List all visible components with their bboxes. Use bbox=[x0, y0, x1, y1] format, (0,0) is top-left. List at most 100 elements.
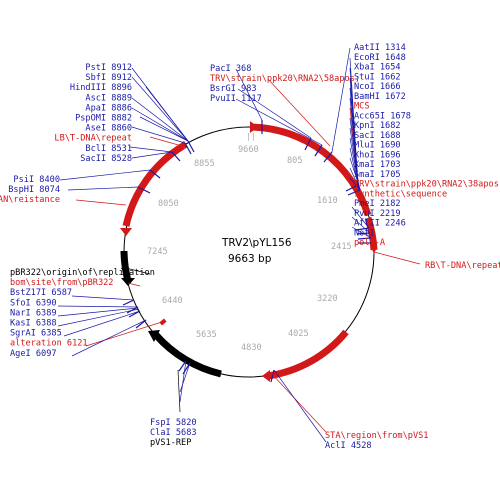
tick-label: 8050 bbox=[158, 199, 179, 209]
leader-sfoi bbox=[57, 305, 139, 308]
leader-smai bbox=[349, 177, 361, 191]
enzyme-label-sbfi-8912: SbfI 8912 bbox=[85, 73, 132, 83]
enzyme-label-asci-8889: AscI 8889 bbox=[85, 93, 132, 103]
tick-label: 4830 bbox=[241, 343, 262, 353]
leader-psii bbox=[59, 169, 151, 181]
leader-bstz17i bbox=[71, 295, 135, 301]
leader-acc65i bbox=[349, 117, 360, 188]
feature-label-synthetic-sequence: synthetic\sequence bbox=[354, 189, 447, 199]
site-tick-bsrgi bbox=[304, 137, 312, 151]
feature-sta-region-arc-2 bbox=[320, 332, 347, 358]
plasmid-name: TRV2\pYL156 bbox=[221, 237, 292, 249]
leader-kan bbox=[75, 199, 127, 206]
site-tick-sgrai bbox=[128, 310, 141, 318]
feature-arrow-head-rep bbox=[148, 330, 160, 342]
enzyme-label-noti: NotI bbox=[354, 228, 375, 238]
site-tick-psii bbox=[149, 169, 161, 179]
leader-aflii bbox=[351, 226, 372, 239]
enzyme-label-pmei-2182: PmeI 2182 bbox=[354, 199, 401, 209]
tick-label: 8855 bbox=[194, 159, 215, 169]
feature-label-rb-t-dna-repeat: RB\T-DNA\repeat bbox=[425, 261, 500, 271]
feature-arrow-head-top bbox=[250, 121, 258, 133]
enzyme-label-psii-8400: PsiI 8400 bbox=[13, 175, 60, 185]
label-group-top-mid: PacI 368TRV\strain\ppk20\RNA2\58apos;Bsr… bbox=[210, 64, 360, 104]
leader-xhoi bbox=[349, 157, 361, 190]
enzyme-label-pspomi-8882: PspOMI 8882 bbox=[75, 114, 132, 124]
leader-pmei bbox=[351, 206, 370, 229]
enzyme-label-ncoi-1666: NcoI 1666 bbox=[354, 82, 401, 92]
enzyme-label-bstz17i-6587: BstZ17I 6587 bbox=[10, 288, 72, 298]
leader-pvuii bbox=[235, 98, 323, 146]
label-group-right-rb: RB\T-DNA\repeat bbox=[425, 261, 500, 271]
site-tick-bcli bbox=[171, 151, 181, 162]
leader-pspomi bbox=[139, 116, 189, 142]
enzyme-label-stui-1662: StuI 1662 bbox=[354, 72, 401, 82]
enzyme-label-bamhi-1672: BamHI 1672 bbox=[354, 92, 406, 102]
feature-label-poly-a: poly-A bbox=[354, 238, 386, 248]
site-tick-psti bbox=[187, 140, 195, 153]
enzyme-label-acc65i-1678: Acc65I 1678 bbox=[354, 111, 411, 121]
site-tick-mcs bbox=[345, 184, 359, 192]
feature-label-pvs1-rep: pVS1-REP bbox=[150, 438, 191, 448]
feature-label-bom-site-from-pbr322: bom\site\from\pBR322 bbox=[10, 278, 113, 288]
feature-pvs1-rep-arc bbox=[153, 332, 222, 378]
leader-asci bbox=[131, 97, 189, 142]
feature-trv-rna2-5-arc bbox=[250, 123, 372, 217]
leader-xmai bbox=[349, 167, 361, 191]
leader-bom bbox=[127, 282, 141, 287]
enzyme-label-smai-1705: SmaI 1705 bbox=[354, 170, 401, 180]
tick-label: 3220 bbox=[317, 294, 338, 304]
leader-alteration bbox=[85, 321, 163, 347]
site-tick-agei bbox=[135, 319, 147, 329]
feature-label-pbr322-origin-of-replication: pBR322\origin\of\replication bbox=[10, 268, 155, 278]
feature-arrow-head-kan bbox=[120, 228, 132, 236]
enzyme-label-pvui-2219: PvuI 2219 bbox=[354, 209, 401, 219]
leader-lines bbox=[57, 47, 421, 443]
enzyme-label-bcli-8531: BclI 8531 bbox=[85, 144, 132, 154]
leader-asei bbox=[131, 126, 186, 144]
leader-pvs1-rep bbox=[177, 369, 181, 413]
feature-label-kan-reistance: KAN\reistance bbox=[0, 195, 60, 205]
feature-label-trv-strain-ppk20-rna2-58apos: TRV\strain\ppk20\RNA2\58apos; bbox=[210, 74, 360, 84]
enzyme-label-hindiii-8896: HindIII 8896 bbox=[70, 83, 132, 93]
enzyme-label-xmai-1703: XmaI 1703 bbox=[354, 160, 401, 170]
plasmid-size: 9663 bp bbox=[228, 253, 272, 265]
feature-label-alteration-6121: alteration 6121 bbox=[10, 339, 88, 349]
label-group-left-low: pBR322\origin\of\replicationbom\site\fro… bbox=[10, 268, 155, 359]
enzyme-label-nari-6389: NarI 6389 bbox=[10, 308, 57, 318]
leader-trv5 bbox=[267, 78, 331, 147]
enzyme-label-fspi-5820: FspI 5820 bbox=[150, 418, 197, 428]
leader-paci bbox=[235, 68, 263, 121]
feature-alteration-marker bbox=[159, 318, 167, 326]
leader-kasi bbox=[57, 308, 140, 327]
enzyme-label-sfoi-6390: SfoI 6390 bbox=[10, 298, 57, 308]
tick-label: 5635 bbox=[196, 330, 217, 340]
feature-label-mcs: MCS bbox=[354, 102, 370, 112]
tick-label: 9660 bbox=[238, 145, 259, 155]
enzyme-label-agei-6097: AgeI 6097 bbox=[10, 349, 57, 359]
enzyme-label-apai-8886: ApaI 8886 bbox=[85, 103, 132, 113]
leader-acli bbox=[273, 369, 327, 443]
enzyme-label-saci-1688: SacI 1688 bbox=[354, 131, 401, 141]
leader-ori bbox=[125, 267, 151, 275]
enzyme-label-xhoi-1696: XhoI 1696 bbox=[354, 150, 401, 160]
leader-hindiii bbox=[145, 86, 189, 142]
leader-pvui bbox=[351, 216, 371, 234]
origin-marker: || bbox=[246, 132, 256, 141]
enzyme-label-paci-368: PacI 368 bbox=[210, 64, 251, 74]
enzyme-label-kpni-1682: KpnI 1682 bbox=[354, 121, 401, 131]
leader-agei bbox=[71, 319, 147, 357]
tick-label: 6440 bbox=[162, 296, 183, 306]
leader-bsrgi bbox=[237, 88, 312, 139]
enzyme-label-mlui-1690: MluI 1690 bbox=[354, 141, 401, 151]
feature-arrow-head-right bbox=[371, 247, 377, 254]
tick-label: 4025 bbox=[288, 329, 309, 339]
site-tick-aatii bbox=[323, 151, 333, 163]
enzyme-label-aatii-1314: AatII 1314 bbox=[354, 43, 406, 53]
enzyme-label-xbai-1654: XbaI 1654 bbox=[354, 63, 401, 73]
tick-label: 1610 bbox=[317, 196, 338, 206]
